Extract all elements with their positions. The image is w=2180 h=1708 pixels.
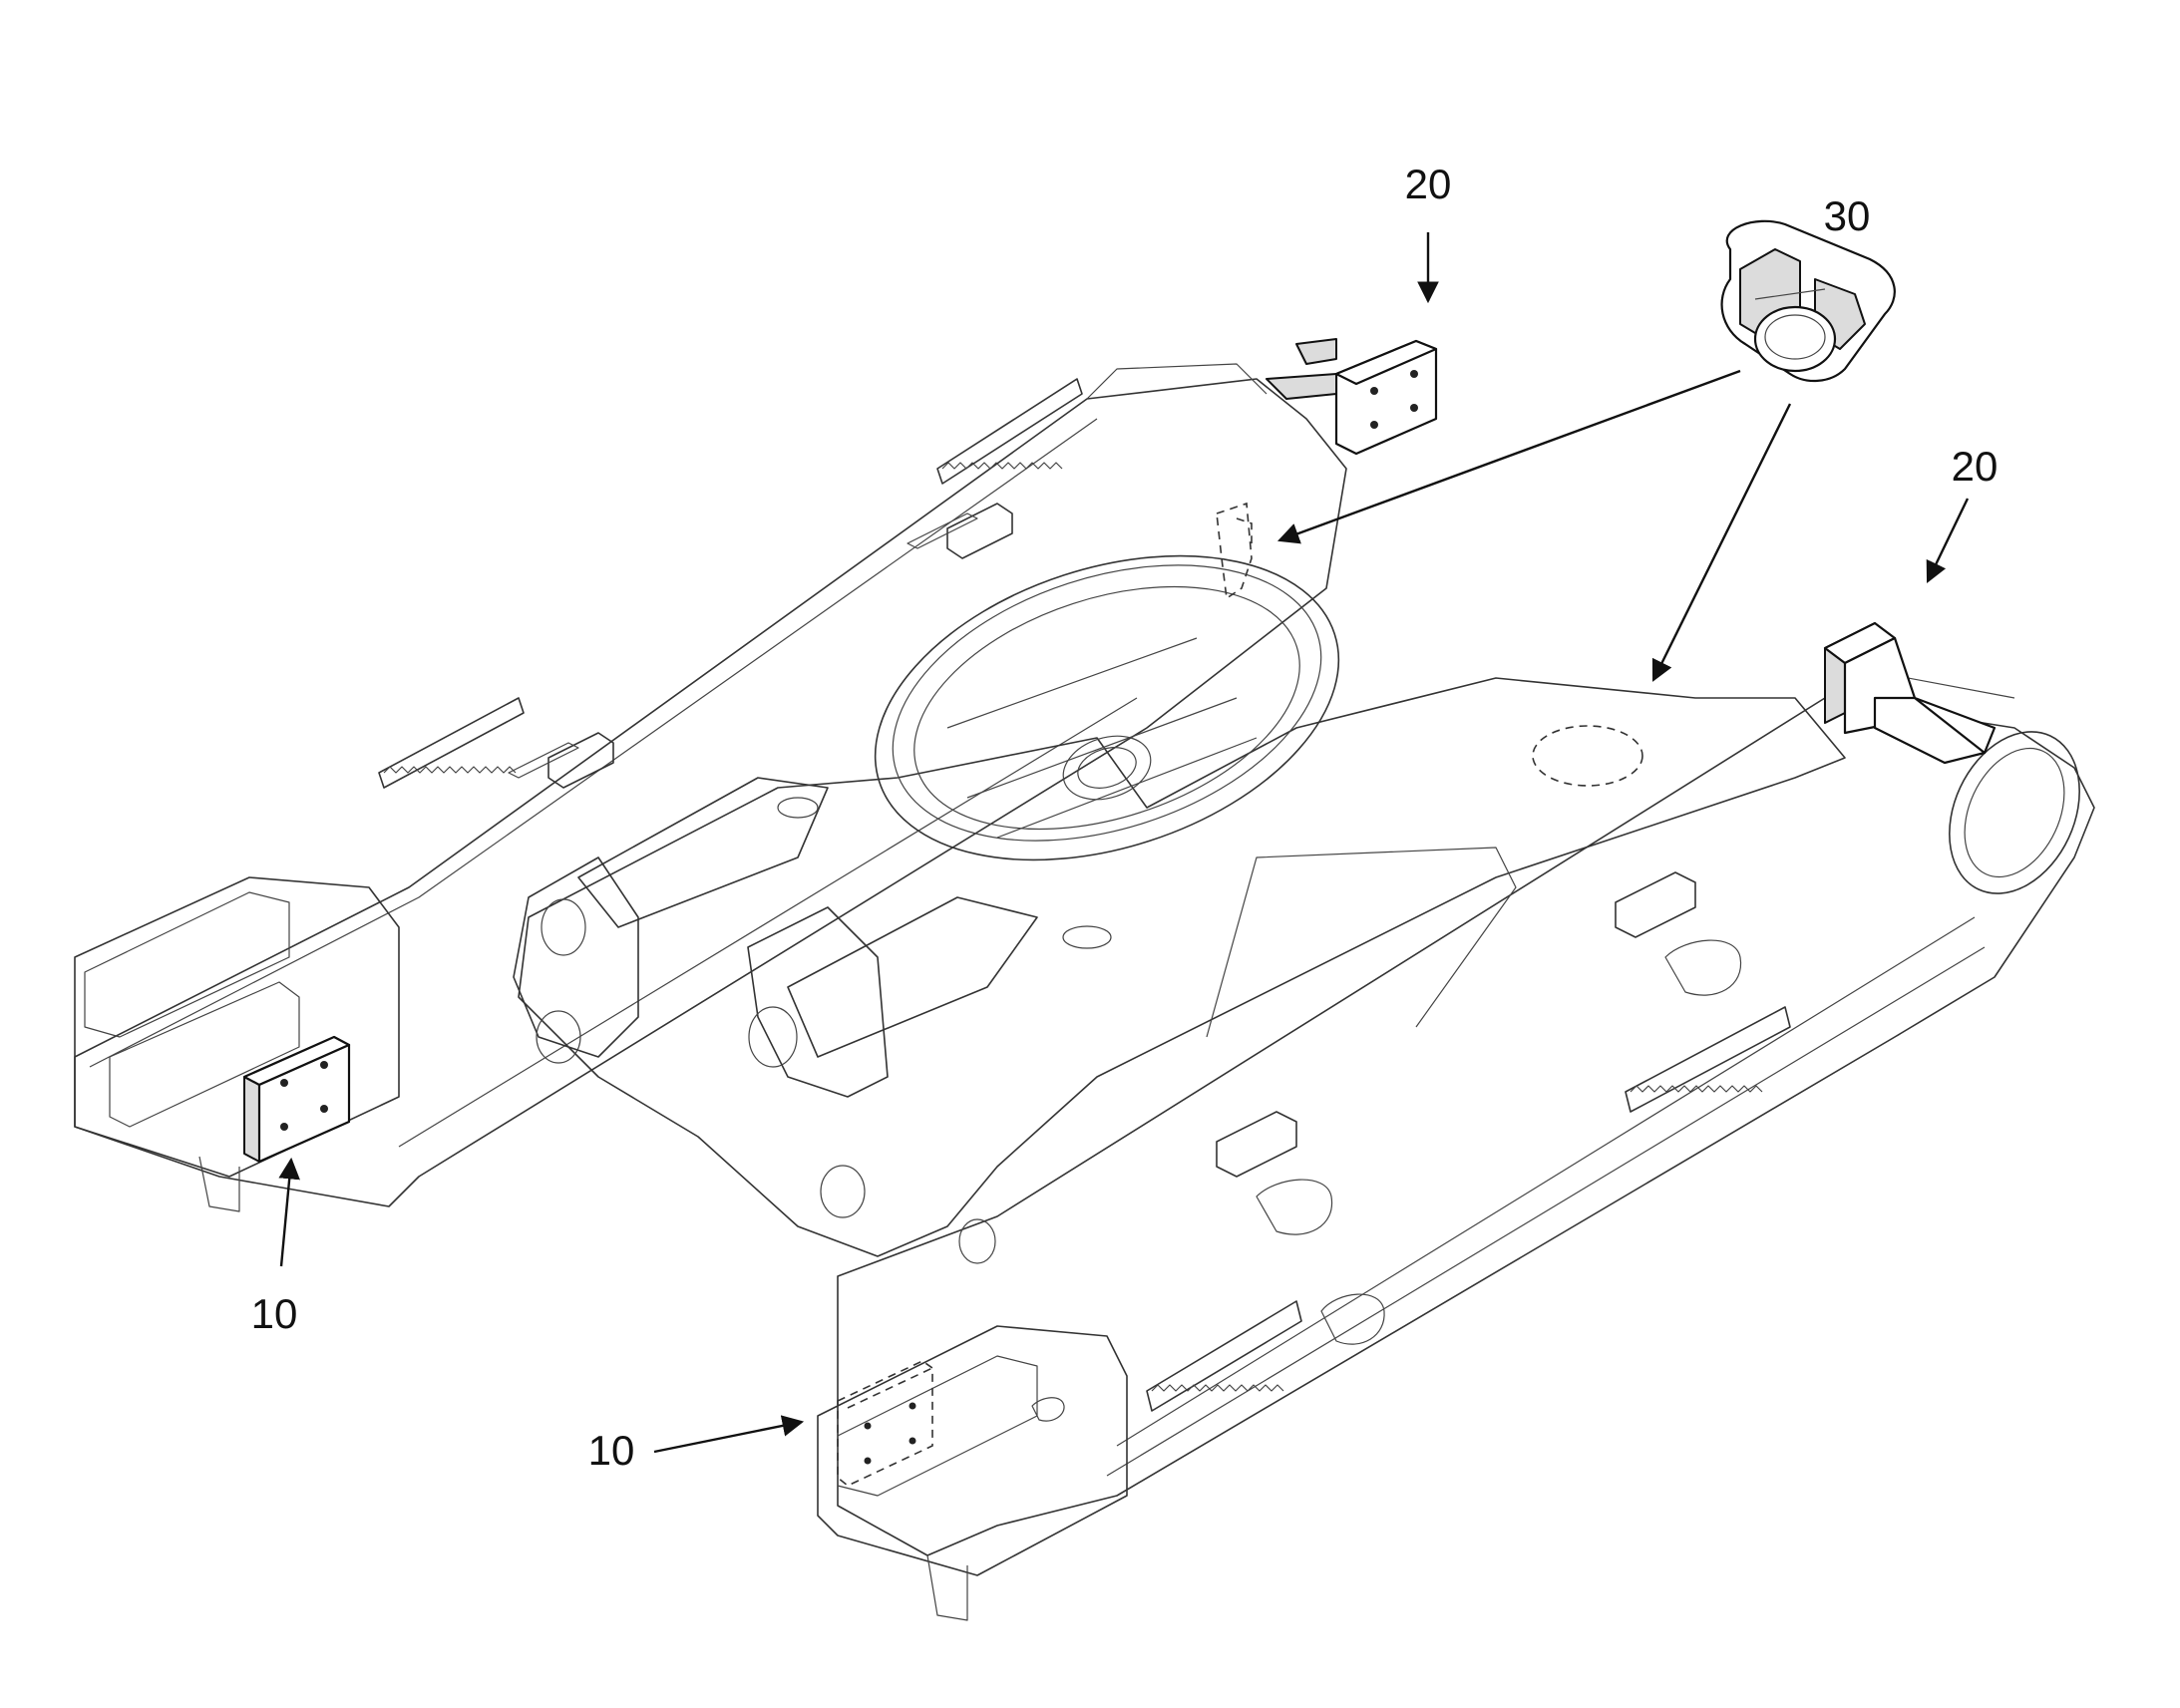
part-10-pad-left: [242, 1035, 351, 1164]
part-10-pad-right: [837, 1360, 933, 1487]
callout-20-right: 20: [1951, 443, 1998, 490]
part-30-installed-ghost: [1216, 502, 1253, 600]
part-20-bracket-upper: [1266, 338, 1438, 456]
part-30-housing: [1720, 219, 1896, 383]
leader-arrows: [278, 232, 1970, 1454]
callout-10-left: 10: [250, 1290, 298, 1337]
part-20-bracket-right: [1823, 621, 1997, 765]
callout-10-front: 10: [587, 1427, 635, 1474]
center-carbody: [513, 554, 1846, 1264]
left-track-frame: [74, 363, 1347, 1212]
callout-20-upper: 20: [1404, 161, 1452, 207]
callout-30: 30: [1823, 192, 1871, 239]
